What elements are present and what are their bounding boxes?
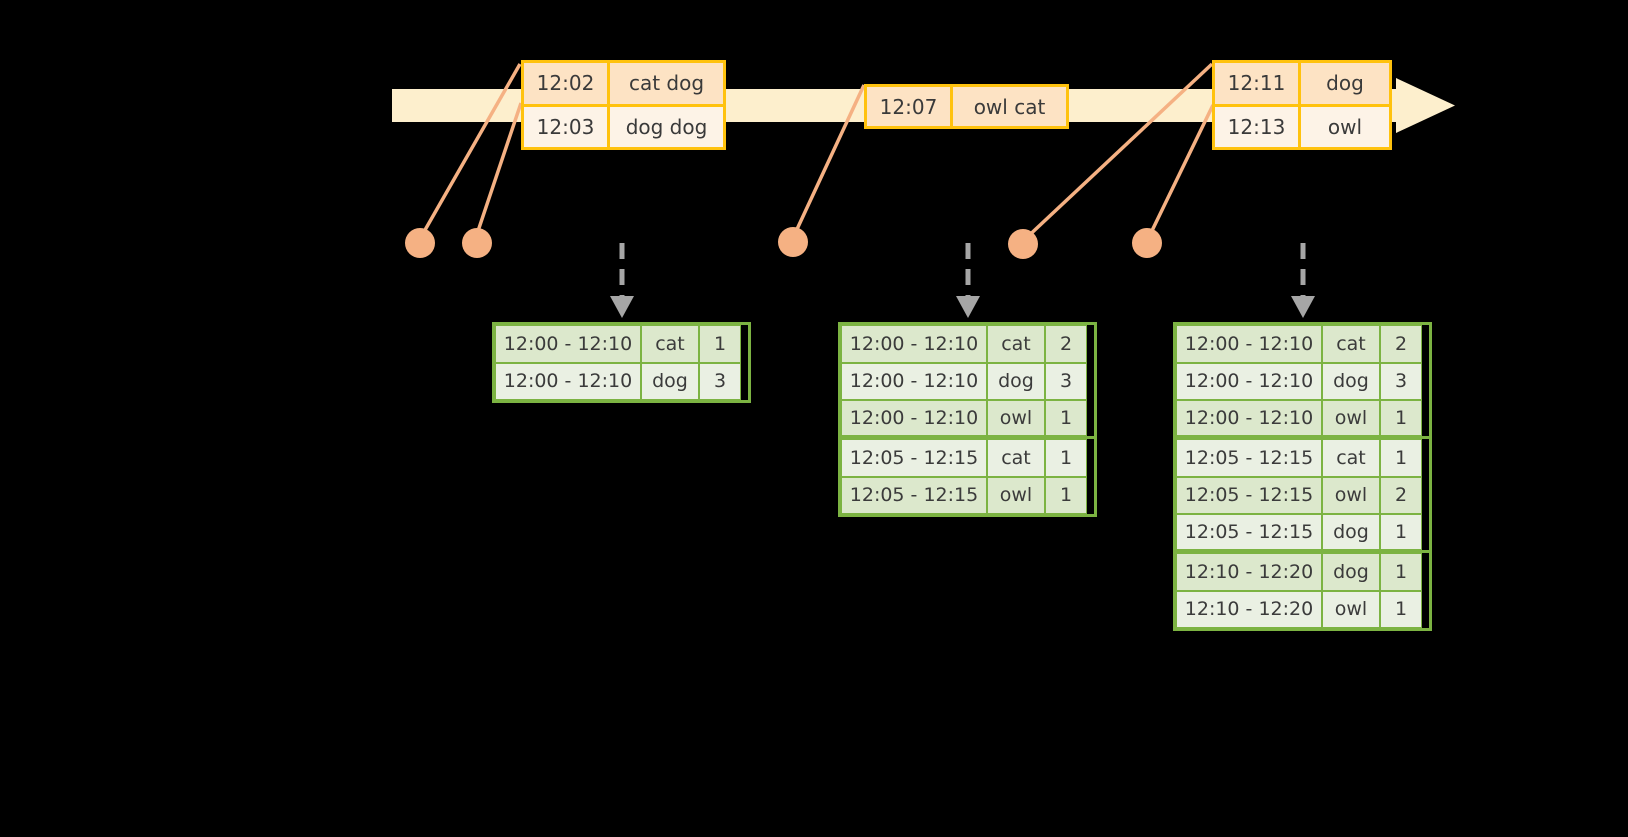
event-dot-1207	[778, 227, 808, 257]
cell-window: 12:10 - 12:20	[1176, 590, 1322, 628]
event-box-1[interactable]: 12:02 cat dog 12:03 dog dog	[521, 60, 726, 150]
cell-window: 12:00 - 12:10	[1176, 325, 1322, 363]
cell-count: 1	[1045, 439, 1087, 477]
result-table-2[interactable]: 12:00 - 12:10 cat 2 12:00 - 12:10 dog 3 …	[838, 322, 1097, 517]
cell-key: cat	[987, 439, 1045, 477]
cell-key: owl	[1322, 400, 1380, 436]
event-dot-1211	[1008, 229, 1038, 259]
cell-key: dog	[1322, 553, 1380, 591]
table-row[interactable]: 12:10 - 12:20 dog 1	[1176, 553, 1429, 591]
cell-key: dog	[641, 362, 699, 400]
cell-key: cat	[1322, 325, 1380, 363]
table-row[interactable]: 12:00 - 12:10 dog 3	[1176, 362, 1429, 400]
cell-count: 1	[1045, 400, 1087, 436]
cell-count: 3	[699, 362, 741, 400]
cell-window: 12:10 - 12:20	[1176, 553, 1322, 591]
cell-key: owl	[1322, 476, 1380, 514]
cell-count: 3	[1045, 362, 1087, 400]
cell-window: 12:05 - 12:15	[1176, 439, 1322, 477]
cell-key: owl	[1322, 590, 1380, 628]
cell-window: 12:00 - 12:10	[841, 362, 987, 400]
cell-window: 12:00 - 12:10	[841, 325, 987, 363]
event-words: cat dog	[610, 63, 723, 104]
cell-key: dog	[1322, 362, 1380, 400]
table-row[interactable]: 12:05 - 12:15 owl 1	[841, 476, 1094, 514]
connector-line-1203	[474, 102, 523, 238]
cell-count: 1	[1380, 439, 1422, 477]
cell-count: 1	[1380, 553, 1422, 591]
cell-key: cat	[1322, 439, 1380, 477]
cell-window: 12:00 - 12:10	[495, 325, 641, 363]
cell-window: 12:05 - 12:15	[841, 439, 987, 477]
table-row[interactable]: 12:05 - 12:15 dog 1	[1176, 514, 1429, 553]
cell-window: 12:05 - 12:15	[1176, 514, 1322, 550]
table-row[interactable]: 12:00 - 12:10 dog 3	[495, 362, 748, 400]
event-time: 12:02	[524, 63, 610, 104]
cell-window: 12:00 - 12:10	[495, 362, 641, 400]
table-row[interactable]: 12:00 - 12:10 owl 1	[1176, 400, 1429, 439]
event-box-3[interactable]: 12:11 dog 12:13 owl	[1212, 60, 1392, 150]
connector-line-1213	[1145, 104, 1215, 242]
cell-key: cat	[641, 325, 699, 363]
event-row[interactable]: 12:03 dog dog	[524, 103, 723, 147]
trigger-arrow-1	[610, 243, 634, 318]
table-row[interactable]: 12:00 - 12:10 cat 2	[841, 325, 1094, 363]
event-words: dog dog	[610, 106, 723, 147]
event-row[interactable]: 12:13 owl	[1215, 103, 1389, 147]
table-row[interactable]: 12:05 - 12:15 cat 1	[1176, 439, 1429, 477]
result-table-3[interactable]: 12:00 - 12:10 cat 2 12:00 - 12:10 dog 3 …	[1173, 322, 1432, 631]
cell-count: 1	[699, 325, 741, 363]
timeline-arrowhead	[1396, 78, 1455, 133]
event-dot-1203	[462, 228, 492, 258]
event-dot-1213	[1132, 228, 1162, 258]
cell-window: 12:05 - 12:15	[841, 476, 987, 514]
cell-count: 2	[1045, 325, 1087, 363]
cell-count: 1	[1380, 400, 1422, 436]
table-row[interactable]: 12:10 - 12:20 owl 1	[1176, 590, 1429, 628]
event-row[interactable]: 12:11 dog	[1215, 63, 1389, 104]
trigger-arrow-2	[956, 243, 980, 318]
event-words: owl cat	[953, 87, 1066, 126]
trigger-arrow-3	[1291, 243, 1315, 318]
event-box-2[interactable]: 12:07 owl cat	[864, 84, 1069, 129]
event-dot-1202	[405, 228, 435, 258]
cell-count: 2	[1380, 325, 1422, 363]
result-table-1[interactable]: 12:00 - 12:10 cat 1 12:00 - 12:10 dog 3	[492, 322, 751, 403]
cell-key: dog	[987, 362, 1045, 400]
cell-count: 3	[1380, 362, 1422, 400]
cell-window: 12:00 - 12:10	[841, 400, 987, 436]
event-time: 12:07	[867, 87, 953, 126]
event-row[interactable]: 12:02 cat dog	[524, 63, 723, 104]
table-row[interactable]: 12:00 - 12:10 dog 3	[841, 362, 1094, 400]
cell-key: cat	[987, 325, 1045, 363]
table-row[interactable]: 12:00 - 12:10 cat 1	[495, 325, 748, 363]
table-row[interactable]: 12:05 - 12:15 owl 2	[1176, 476, 1429, 514]
cell-count: 2	[1380, 476, 1422, 514]
cell-key: owl	[987, 476, 1045, 514]
cell-window: 12:00 - 12:10	[1176, 400, 1322, 436]
table-row[interactable]: 12:05 - 12:15 cat 1	[841, 439, 1094, 477]
event-row[interactable]: 12:07 owl cat	[867, 87, 1066, 126]
cell-key: dog	[1322, 514, 1380, 550]
cell-count: 1	[1045, 476, 1087, 514]
table-row[interactable]: 12:00 - 12:10 owl 1	[841, 400, 1094, 439]
event-time: 12:11	[1215, 63, 1301, 104]
cell-count: 1	[1380, 514, 1422, 550]
event-words: dog	[1301, 63, 1389, 104]
cell-window: 12:00 - 12:10	[1176, 362, 1322, 400]
event-time: 12:13	[1215, 106, 1301, 147]
cell-count: 1	[1380, 590, 1422, 628]
cell-window: 12:05 - 12:15	[1176, 476, 1322, 514]
event-time: 12:03	[524, 106, 610, 147]
cell-key: owl	[987, 400, 1045, 436]
table-row[interactable]: 12:00 - 12:10 cat 2	[1176, 325, 1429, 363]
event-words: owl	[1301, 106, 1389, 147]
